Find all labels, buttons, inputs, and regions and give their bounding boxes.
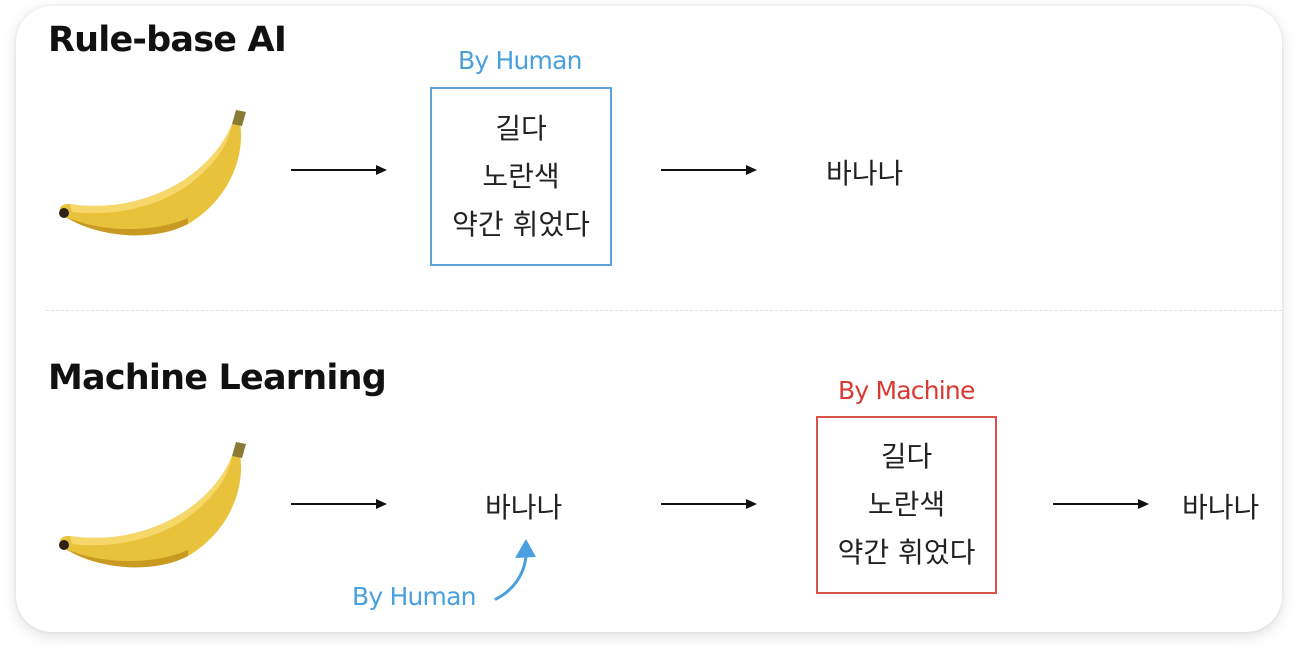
arrow-5 <box>1053 498 1149 510</box>
arrow-4 <box>661 498 757 510</box>
by-human-caption: By Human <box>458 46 582 75</box>
feature-curved: 약간 휘었다 <box>452 207 590 241</box>
curved-arrow-icon <box>494 539 536 601</box>
rule-based-title: Rule-base AI <box>48 20 287 60</box>
label-by-human-caption: By Human <box>352 582 476 611</box>
rule-feature-box: 길다 노란색 약간 휘었다 <box>430 87 612 266</box>
section-divider <box>46 310 1282 311</box>
ml-feature-box: 길다 노란색 약간 휘었다 <box>816 416 997 594</box>
banana-image-rule-based <box>59 110 246 236</box>
by-machine-caption: By Machine <box>838 376 975 405</box>
feature-yellow: 노란색 <box>482 159 560 193</box>
ml-result-label: 바나나 <box>1182 491 1260 524</box>
ml-title: Machine Learning <box>48 358 387 398</box>
arrow-2 <box>661 164 757 176</box>
diagram-card <box>16 6 1282 632</box>
feature-yellow: 노란색 <box>867 488 946 521</box>
arrow-1 <box>291 164 387 176</box>
ml-label: 바나나 <box>485 491 563 524</box>
feature-long: 길다 <box>495 111 547 145</box>
banana-image-ml <box>59 442 246 568</box>
feature-long: 길다 <box>880 440 933 473</box>
feature-curved: 약간 휘었다 <box>837 536 976 569</box>
arrow-3 <box>291 498 387 510</box>
rule-result-label: 바나나 <box>826 157 904 190</box>
